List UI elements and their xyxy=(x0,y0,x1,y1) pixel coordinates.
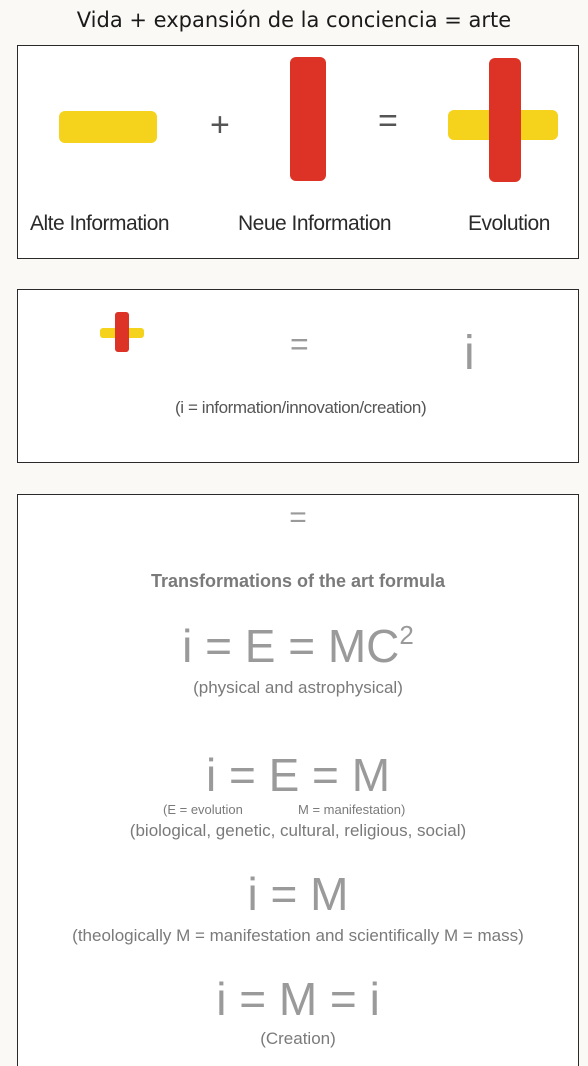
evolution-equation-panel: + = Alte Information Neue Information Ev… xyxy=(17,45,579,259)
cross-red-bar xyxy=(489,58,521,182)
red-bar-shape xyxy=(290,57,326,181)
transformations-panel: = Transformations of the art formula i =… xyxy=(17,494,579,1066)
small-cross-shape xyxy=(100,312,144,352)
evolution-key: (E = evolution xyxy=(163,802,243,817)
information-caption: (i = information/innovation/creation) xyxy=(175,398,427,417)
squared-exponent: 2 xyxy=(399,620,414,650)
equals-sign: = xyxy=(289,501,307,534)
evolution-label: Evolution xyxy=(468,212,550,235)
formula-mass-energy-note: (physical and astrophysical) xyxy=(193,678,403,697)
formula-creation: i = M = i xyxy=(216,973,380,1025)
equals-sign: = xyxy=(378,102,398,140)
plus-sign: + xyxy=(210,106,230,144)
formula-manifestation-note: (theologically M = manifestation and sci… xyxy=(72,926,524,945)
page-title: Vida + expansión de la conciencia = arte xyxy=(76,8,512,32)
formula-evolution-note: (biological, genetic, cultural, religiou… xyxy=(129,821,467,840)
information-panel: = i (i = information/innovation/creation… xyxy=(17,289,579,463)
formula-manifestation: i = M xyxy=(247,868,349,920)
section-heading: Transformations of the art formula xyxy=(150,571,446,591)
formula-evolution-manifestation: i = E = M xyxy=(205,749,391,801)
formula-mass-energy-text: i = E = MC xyxy=(182,620,400,672)
manifestation-key: M = manifestation) xyxy=(298,802,406,817)
old-information-label: Alte Information xyxy=(30,212,170,235)
i-symbol: i xyxy=(464,327,475,380)
formula-creation-note: (Creation) xyxy=(260,1029,336,1048)
equals-sign: = xyxy=(290,326,309,362)
evolution-cross-shape xyxy=(448,58,558,182)
small-cross-red-bar xyxy=(115,312,129,352)
new-information-label: Neue Information xyxy=(238,212,392,235)
yellow-bar-shape xyxy=(59,111,157,143)
formula-mass-energy: i = E = MC2 xyxy=(18,619,578,673)
